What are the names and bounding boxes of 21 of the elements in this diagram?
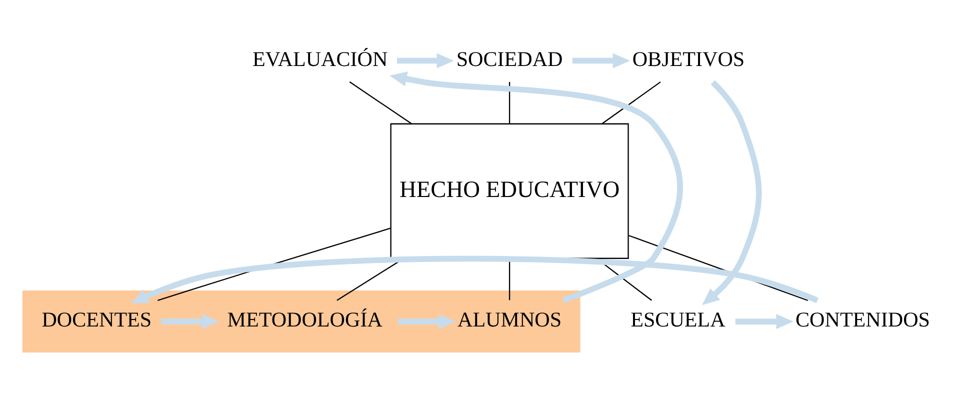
connector: [157, 228, 391, 301]
arrow: [735, 314, 794, 330]
node-text: DOCENTES: [42, 308, 152, 332]
arrow: [397, 53, 454, 68]
arrow: [130, 256, 819, 304]
node-text: EVALUACIÓN: [252, 46, 388, 71]
arrow: [572, 53, 630, 68]
node-text: SOCIEDAD: [456, 46, 563, 71]
node-text: CONTENIDOS: [796, 308, 930, 332]
node-text: OBJETIVOS: [632, 46, 745, 71]
arrow: [398, 314, 456, 330]
arrow: [161, 314, 220, 330]
cluster: [22, 290, 580, 353]
arrow: [702, 80, 762, 306]
node-box: HECHO EDUCATIVO: [390, 123, 629, 259]
connector: [349, 81, 412, 124]
node-text: ESCUELA: [630, 308, 726, 332]
node-text: ALUMNOS: [458, 308, 562, 332]
connector: [508, 82, 510, 124]
node-text: METODOLOGÍA: [227, 308, 382, 332]
connector: [602, 81, 661, 124]
